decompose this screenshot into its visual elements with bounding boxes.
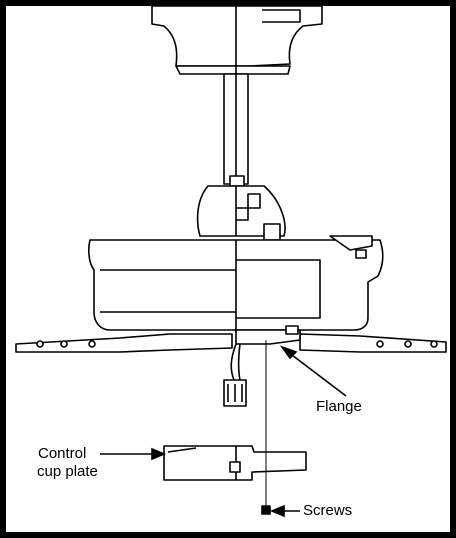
downrod (223, 73, 249, 187)
flange-arrow (279, 345, 347, 397)
control-cup-plate (163, 445, 307, 481)
screws-label: Screws (303, 502, 353, 519)
cup-plate-label: cup plate (37, 463, 98, 480)
motor-dome (196, 185, 286, 241)
blade-right (299, 333, 447, 353)
screw (261, 340, 271, 515)
canopy (151, 5, 323, 75)
control-arrow (100, 447, 167, 461)
motor-housing (88, 235, 384, 332)
screws-arrow (269, 504, 300, 518)
switch-flange (235, 325, 301, 345)
wire-connector (223, 343, 247, 407)
control-label: Control (38, 445, 87, 462)
flange-label: Flange (316, 398, 362, 415)
blade-left (15, 333, 233, 353)
